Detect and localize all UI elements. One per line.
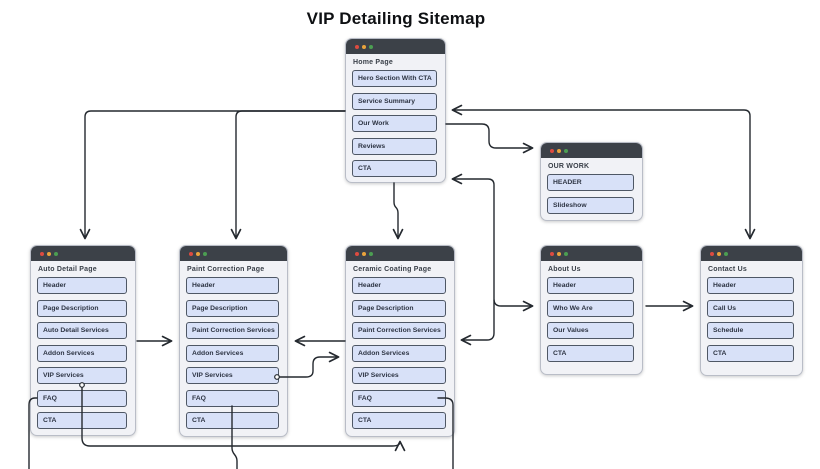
sitemap-node[interactable]: Addon Services bbox=[37, 344, 127, 362]
sitemap-node[interactable]: CTA bbox=[352, 412, 446, 429]
window-paint-correction-page[interactable]: Paint Correction Page Header Page Descri… bbox=[179, 245, 288, 437]
connector-home-about-us bbox=[451, 173, 534, 312]
sitemap-node[interactable]: Paint Correction Services bbox=[352, 322, 446, 339]
sitemap-node[interactable]: FAQ bbox=[186, 389, 279, 407]
window-titlebar bbox=[346, 246, 454, 261]
traffic-light-close-icon bbox=[710, 251, 714, 256]
sitemap-node[interactable]: Addon Services bbox=[352, 344, 446, 362]
connector-home-to-paint-correction bbox=[230, 110, 346, 240]
traffic-light-minimize-icon bbox=[557, 251, 561, 256]
window-title: Ceramic Coating Page bbox=[353, 266, 432, 273]
traffic-light-zoom-icon bbox=[203, 251, 207, 256]
sitemap-node[interactable]: Schedule bbox=[707, 322, 794, 339]
sitemap-node[interactable]: CTA bbox=[707, 344, 794, 362]
window-about-us[interactable]: About Us Header Who We Are Our Values CT… bbox=[540, 245, 643, 375]
window-auto-detail-page[interactable]: Auto Detail Page Header Page Description… bbox=[30, 245, 136, 436]
sitemap-node[interactable]: Slideshow bbox=[547, 196, 634, 214]
sitemap-node[interactable]: CTA bbox=[352, 160, 437, 177]
window-title: Home Page bbox=[353, 59, 393, 66]
sitemap-node[interactable]: Hero Section With CTA bbox=[352, 70, 437, 87]
sitemap-node[interactable]: Header bbox=[352, 277, 446, 294]
sitemap-node[interactable]: VIP Services bbox=[186, 367, 279, 384]
window-title: Paint Correction Page bbox=[187, 266, 265, 273]
traffic-light-minimize-icon bbox=[362, 44, 366, 49]
window-title: Contact Us bbox=[708, 266, 747, 273]
page-title: VIP Detailing Sitemap bbox=[306, 9, 486, 28]
sitemap-node[interactable]: Header bbox=[37, 277, 127, 294]
window-titlebar bbox=[541, 246, 642, 261]
traffic-light-close-icon bbox=[550, 148, 554, 153]
window-items: HEADER Slideshow bbox=[541, 174, 642, 214]
sitemap-node[interactable]: Page Description bbox=[352, 299, 446, 317]
traffic-light-minimize-icon bbox=[47, 251, 51, 256]
sitemap-node[interactable]: Reviews bbox=[352, 137, 437, 155]
traffic-light-zoom-icon bbox=[369, 44, 373, 49]
sitemap-node[interactable]: CTA bbox=[37, 412, 127, 429]
sitemap-node[interactable]: CTA bbox=[186, 412, 279, 429]
connector-home-to-ceramic-coating bbox=[392, 182, 404, 240]
sitemap-node[interactable]: FAQ bbox=[352, 389, 446, 407]
traffic-light-close-icon bbox=[40, 251, 44, 256]
window-contact-us[interactable]: Contact Us Header Call Us Schedule CTA bbox=[700, 245, 803, 376]
window-titlebar bbox=[346, 39, 445, 54]
window-titlebar bbox=[701, 246, 802, 261]
traffic-light-zoom-icon bbox=[564, 148, 568, 153]
sitemap-node[interactable]: Call Us bbox=[707, 299, 794, 317]
traffic-light-minimize-icon bbox=[717, 251, 721, 256]
sitemap-node[interactable]: Who We Are bbox=[547, 299, 634, 317]
connector-home-to-auto-detail bbox=[79, 110, 346, 240]
window-titlebar bbox=[180, 246, 287, 261]
traffic-light-close-icon bbox=[355, 251, 359, 256]
window-items: Header Call Us Schedule CTA bbox=[701, 277, 802, 362]
traffic-light-close-icon bbox=[550, 251, 554, 256]
window-titlebar bbox=[31, 246, 135, 261]
sitemap-node[interactable]: Service Summary bbox=[352, 92, 437, 110]
sitemap-node[interactable]: Auto Detail Services bbox=[37, 322, 127, 339]
window-items: Header Who We Are Our Values CTA bbox=[541, 277, 642, 362]
traffic-light-close-icon bbox=[189, 251, 193, 256]
connector-ourwork-item-to-ourwork-window bbox=[445, 123, 534, 154]
sitemap-node[interactable]: FAQ bbox=[37, 389, 127, 407]
sitemap-node[interactable]: Header bbox=[547, 277, 634, 294]
sitemap-node[interactable]: Our Values bbox=[547, 322, 634, 339]
traffic-light-zoom-icon bbox=[54, 251, 58, 256]
window-titlebar bbox=[541, 143, 642, 158]
window-items: Header Page Description Auto Detail Serv… bbox=[31, 277, 135, 429]
traffic-light-close-icon bbox=[355, 44, 359, 49]
traffic-light-zoom-icon bbox=[724, 251, 728, 256]
traffic-light-minimize-icon bbox=[557, 148, 561, 153]
sitemap-node[interactable]: Header bbox=[186, 277, 279, 294]
sitemap-node[interactable]: CTA bbox=[547, 344, 634, 362]
sitemap-node[interactable]: HEADER bbox=[547, 174, 634, 191]
sitemap-node[interactable]: Page Description bbox=[37, 299, 127, 317]
traffic-light-zoom-icon bbox=[369, 251, 373, 256]
traffic-light-minimize-icon bbox=[196, 251, 200, 256]
traffic-light-minimize-icon bbox=[362, 251, 366, 256]
window-items: Hero Section With CTA Service Summary Ou… bbox=[346, 70, 445, 177]
sitemap-node[interactable]: Our Work bbox=[352, 115, 437, 132]
window-ceramic-coating-page[interactable]: Ceramic Coating Page Header Page Descrip… bbox=[345, 245, 455, 437]
window-title: Auto Detail Page bbox=[38, 266, 97, 273]
window-items: Header Page Description Paint Correction… bbox=[180, 277, 287, 429]
sitemap-node[interactable]: VIP Services bbox=[352, 367, 446, 384]
window-items: Header Page Description Paint Correction… bbox=[346, 277, 454, 429]
window-title: OUR WORK bbox=[548, 163, 590, 170]
window-title: About Us bbox=[548, 266, 581, 273]
sitemap-node[interactable]: Addon Services bbox=[186, 344, 279, 362]
sitemap-node[interactable]: Page Description bbox=[186, 299, 279, 317]
sitemap-node[interactable]: Paint Correction Services bbox=[186, 322, 279, 339]
sitemap-node[interactable]: VIP Services bbox=[37, 367, 127, 384]
window-our-work[interactable]: OUR WORK HEADER Slideshow bbox=[540, 142, 643, 221]
window-home-page[interactable]: Home Page Hero Section With CTA Service … bbox=[345, 38, 446, 183]
traffic-light-zoom-icon bbox=[564, 251, 568, 256]
sitemap-node[interactable]: Header bbox=[707, 277, 794, 294]
connector-about-to-ceramic-coating bbox=[460, 299, 495, 346]
